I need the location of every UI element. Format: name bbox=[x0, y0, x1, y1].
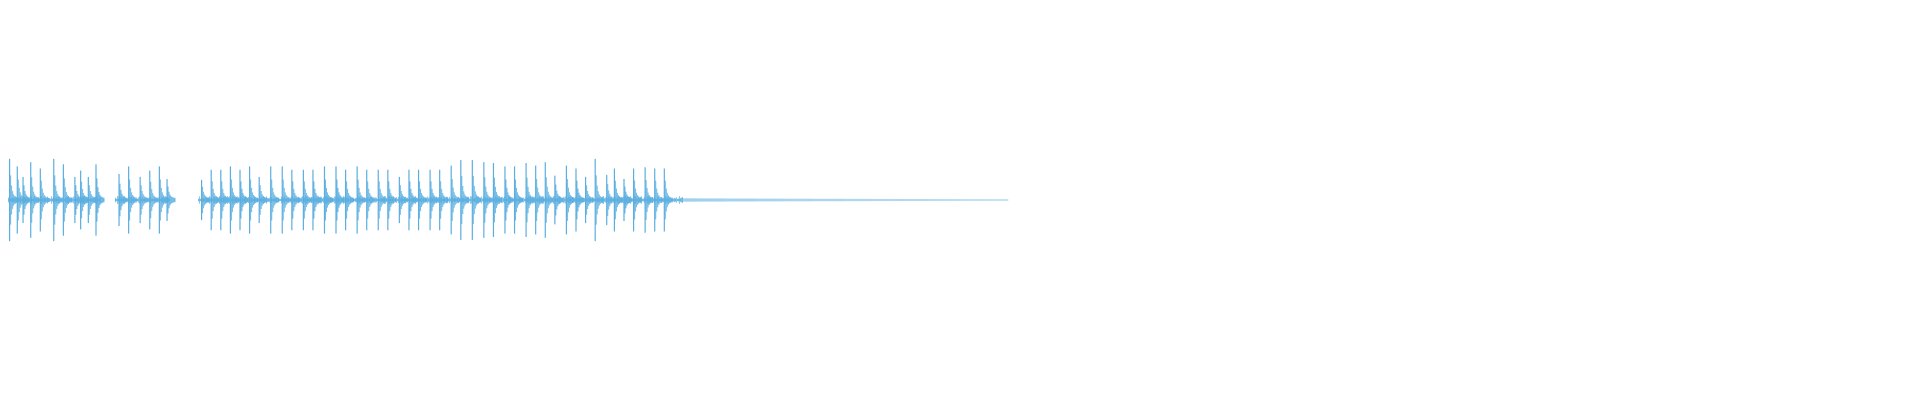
waveform-layer bbox=[8, 158, 1009, 242]
